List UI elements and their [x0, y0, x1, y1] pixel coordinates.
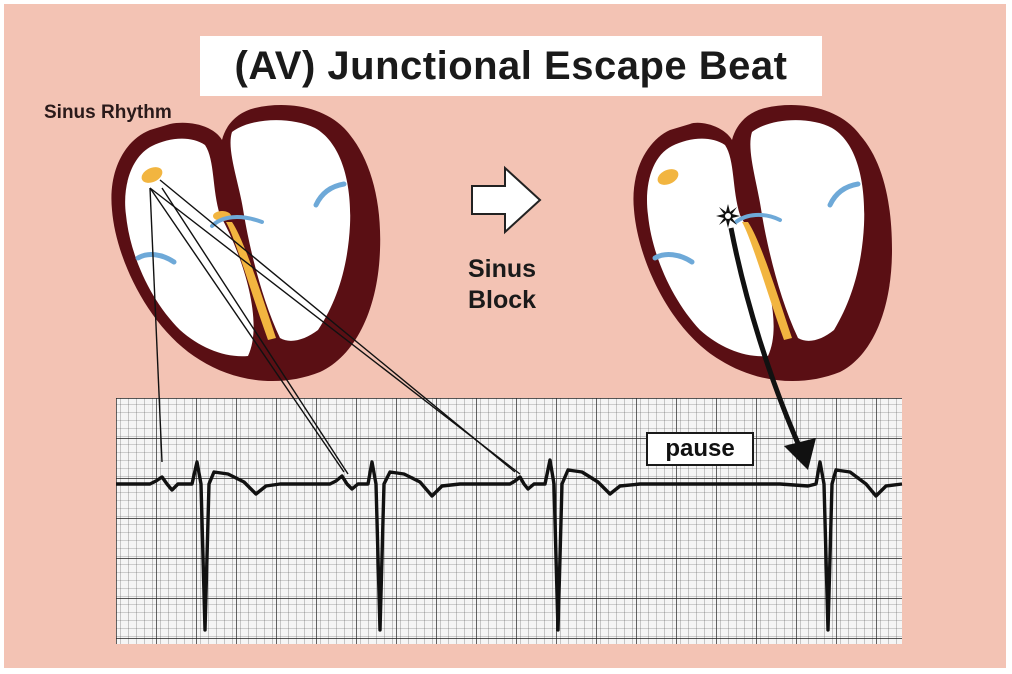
- sinus-block-arrow: [472, 168, 540, 232]
- ecg-strip: [116, 398, 902, 644]
- pause-label: pause: [646, 432, 754, 466]
- sinus-block-label-line1: Sinus: [452, 254, 552, 285]
- heart-sinus-block: [633, 105, 892, 381]
- page-title: (AV) Junctional Escape Beat: [235, 44, 788, 89]
- sinus-block-label-line2: Block: [452, 285, 552, 316]
- sinus-rhythm-label: Sinus Rhythm: [44, 102, 172, 124]
- sinus-block-label: Sinus Block: [452, 254, 552, 316]
- junctional-focus-starburst-icon: [716, 204, 740, 228]
- title-banner: (AV) Junctional Escape Beat: [200, 36, 822, 96]
